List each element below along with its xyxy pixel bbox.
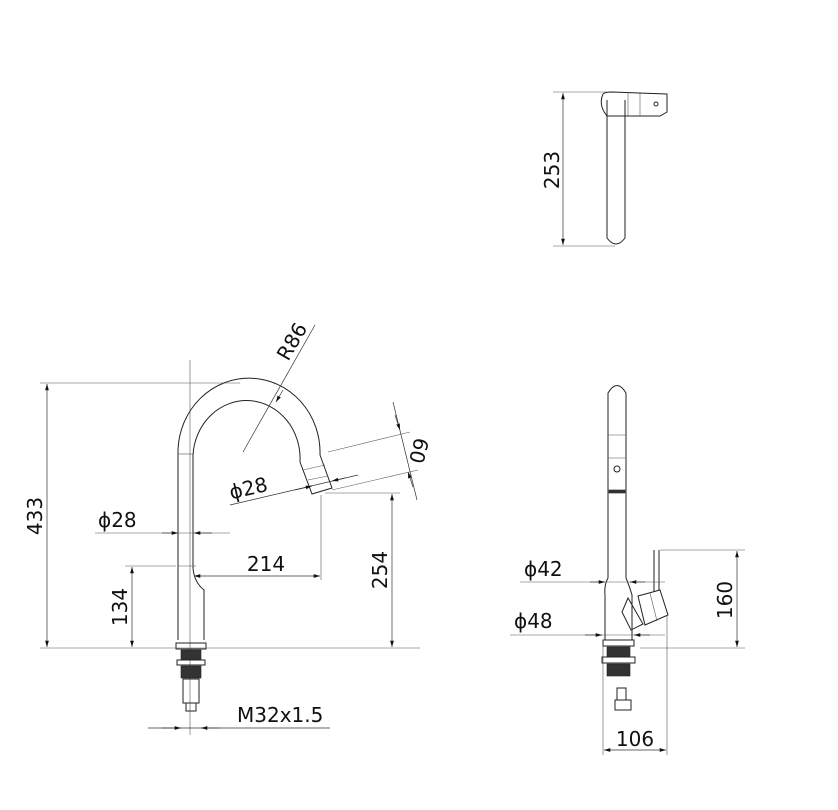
dim-r86-label: R86 [272, 318, 312, 364]
side-view: ϕ42 ϕ48 160 106 [510, 385, 745, 755]
spout-outer [177, 377, 321, 640]
dim-outlet-phi28-label: ϕ28 [227, 472, 270, 504]
dim-254-label: 254 [368, 551, 392, 589]
dim-60-label: 60 [404, 435, 433, 466]
front-view: 433 R86 60 ϕ28 ϕ28 214 254 134 [23, 318, 434, 735]
dim-thread-label: M32x1.5 [237, 703, 323, 727]
dim-134-label: 134 [108, 588, 132, 626]
spout-inner [192, 400, 301, 463]
dim-phi48-label: ϕ48 [514, 609, 553, 633]
top-view-head [600, 91, 668, 117]
dim-pipe-phi28-label: ϕ28 [98, 508, 137, 532]
dim-214-label: 214 [247, 552, 285, 576]
top-view-spout [606, 100, 626, 245]
dim-phi42-label: ϕ42 [524, 557, 563, 581]
dim-253-label: 253 [540, 151, 564, 189]
dim-106-label: 106 [616, 727, 654, 751]
dim-433-label: 433 [23, 497, 47, 535]
side-view-spout [607, 385, 627, 578]
dim-160-label: 160 [713, 581, 737, 619]
top-view: 253 [540, 91, 668, 247]
